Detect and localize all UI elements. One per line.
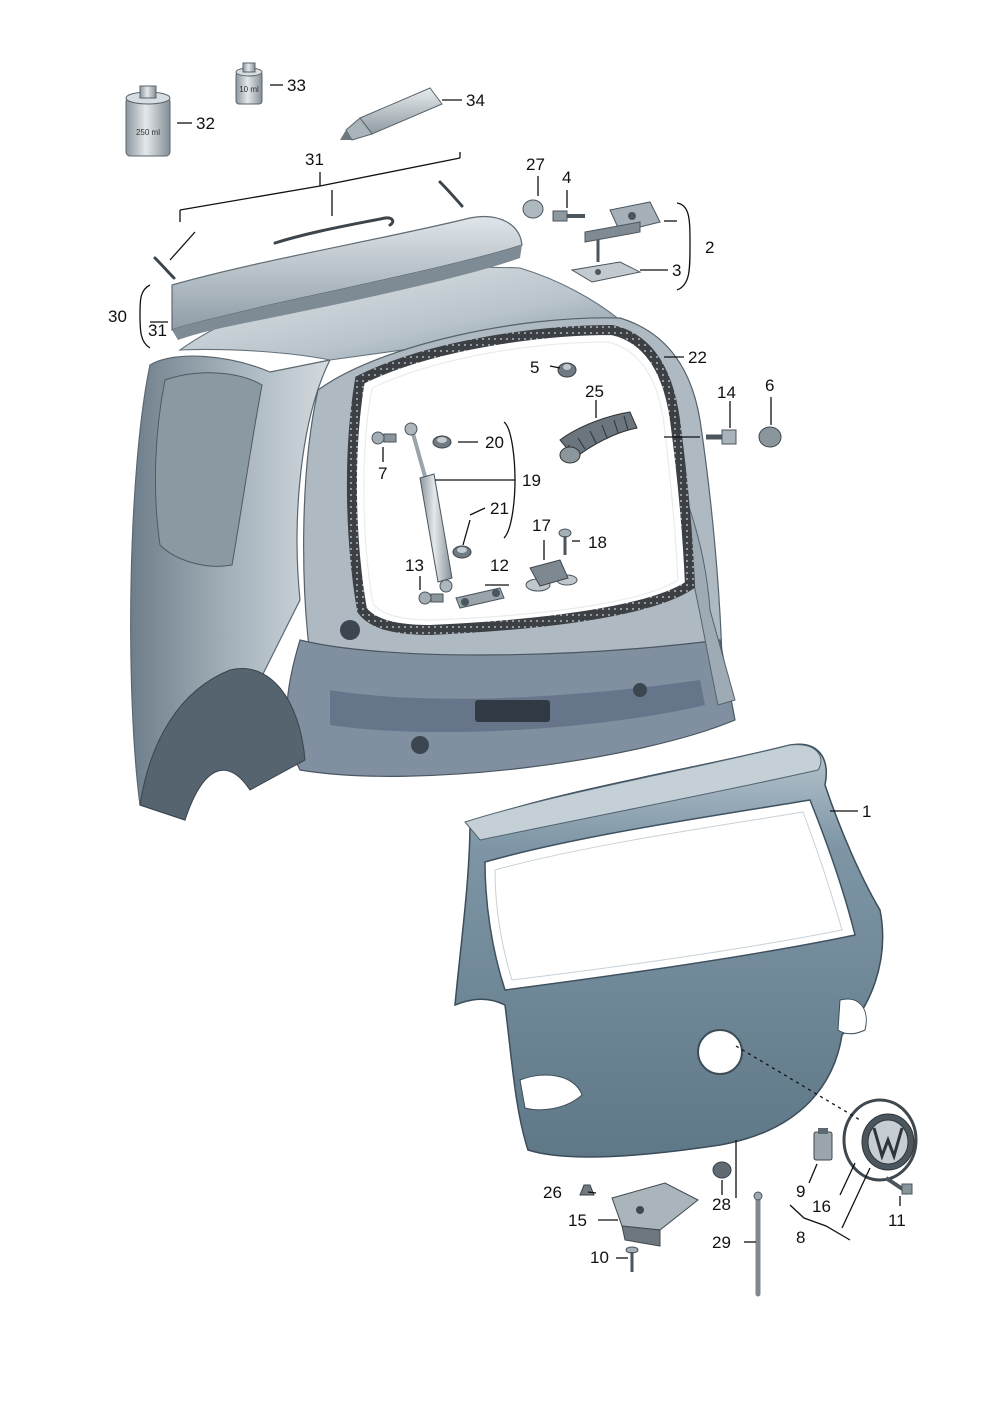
can-small-volume-label: 10 ml (239, 85, 259, 94)
retaining-clip-lower (452, 545, 472, 559)
retaining-clip-upper (432, 435, 452, 449)
callout-15: 15 (568, 1211, 587, 1230)
callout-13: 13 (405, 556, 424, 575)
tailgate-hinge (584, 201, 661, 262)
callout-34: 34 (466, 91, 485, 110)
callout-22: 22 (688, 348, 707, 367)
connector (813, 1128, 833, 1161)
callout-2: 2 (705, 238, 714, 257)
callout-11: 11 (888, 1211, 906, 1230)
cleaning-solution-can-large: 250 ml (125, 85, 171, 157)
wiring-conduit (559, 411, 638, 464)
callout-6: 6 (765, 376, 774, 395)
callout-29: 29 (712, 1233, 731, 1252)
strut-bracket (455, 587, 505, 609)
callout-33: 33 (287, 76, 306, 95)
buffer-bolt (706, 429, 737, 445)
lock-screw (625, 1246, 639, 1272)
callout-14: 14 (717, 383, 736, 402)
retainer-clip (557, 362, 577, 378)
ball-stud-lower (418, 591, 444, 605)
callout-4: 4 (562, 168, 571, 187)
callout-19: 19 (522, 471, 541, 490)
adhesive-tube (340, 87, 443, 141)
callout-27: 27 (526, 155, 545, 174)
callout-31-side: 31 (148, 321, 167, 340)
callout-1: 1 (862, 802, 871, 821)
ball-stud-upper (371, 431, 397, 445)
tailgate-seal (346, 324, 696, 636)
callout-30: 30 (108, 307, 127, 326)
emblem-bolt (884, 1176, 913, 1195)
gas-strut (404, 422, 453, 593)
striker-screw (558, 528, 572, 555)
lock-striker (525, 559, 578, 592)
callout-32: 32 (196, 114, 215, 133)
callout-28: 28 (712, 1195, 731, 1214)
callout-9: 9 (796, 1182, 805, 1201)
callout-10: 10 (590, 1248, 609, 1267)
callout-5: 5 (530, 358, 539, 377)
callout-31-top: 31 (305, 150, 324, 169)
buffer-cap (758, 426, 782, 448)
callout-12: 12 (490, 556, 509, 575)
hinge-screw (552, 210, 585, 222)
tailgate (454, 743, 884, 1158)
spoiler-trim-strips (153, 180, 464, 280)
roof-spoiler (171, 216, 523, 340)
release-rod (753, 1191, 763, 1297)
callout-16: 16 (812, 1197, 831, 1216)
callout-7: 7 (378, 464, 387, 483)
callout-3: 3 (672, 261, 681, 280)
callout-26: 26 (543, 1183, 562, 1202)
callout-numbers: 1 2 3 4 5 6 7 8 9 10 11 12 13 14 15 16 1… (108, 76, 906, 1267)
leader-lines (139, 84, 901, 1259)
callout-21: 21 (490, 499, 509, 518)
can-large-volume-label: 250 ml (136, 128, 160, 137)
grommet (712, 1161, 732, 1179)
cleaning-solution-can-small: 10 ml (235, 62, 263, 105)
hinge-cap (522, 199, 544, 219)
callout-17: 17 (532, 516, 551, 535)
callout-8: 8 (796, 1228, 805, 1247)
tailgate-lock (611, 1182, 699, 1247)
callout-25: 25 (585, 382, 604, 401)
vw-emblem-handle (842, 1098, 918, 1182)
hinge-plate (570, 261, 642, 283)
callout-20: 20 (485, 433, 504, 452)
plug (579, 1184, 595, 1196)
callout-18: 18 (588, 533, 607, 552)
